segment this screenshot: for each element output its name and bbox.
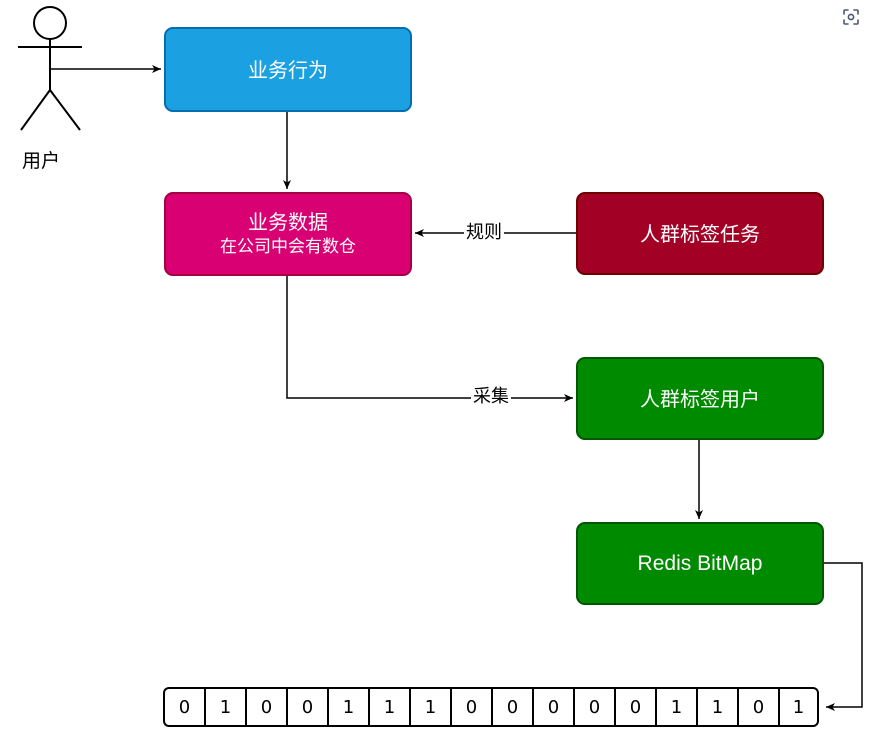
crowd-tag-users-node[interactable]: 人群标签用户 [576, 357, 824, 440]
redis-bitmap-node[interactable]: Redis BitMap [576, 522, 824, 605]
edge-bitmap-to-bits [824, 562, 863, 711]
crowd-tag-task-node[interactable]: 人群标签任务 [576, 192, 824, 275]
edge-data-to-users [286, 276, 573, 402]
business-behavior-label: 业务行为 [248, 57, 328, 82]
bitmap-cell: 0 [532, 687, 573, 727]
bitmap-cell: 0 [737, 687, 778, 727]
bitmap-cell: 1 [696, 687, 737, 727]
bitmap-cell: 0 [245, 687, 286, 727]
bitmap-array: 0 1 0 0 1 1 1 0 0 0 0 0 1 1 0 1 [163, 687, 819, 727]
bitmap-cell: 0 [491, 687, 532, 727]
bitmap-cell: 0 [450, 687, 491, 727]
crowd-tag-task-label: 人群标签任务 [640, 221, 760, 246]
bitmap-cell: 1 [204, 687, 245, 727]
redis-bitmap-label: Redis BitMap [637, 551, 763, 575]
bitmap-cell: 0 [614, 687, 655, 727]
bitmap-cell: 1 [655, 687, 696, 727]
edge-label-collect: 采集 [471, 386, 511, 408]
bitmap-cell: 0 [573, 687, 614, 727]
focus-view-button[interactable] [836, 4, 866, 30]
crowd-tag-users-label: 人群标签用户 [640, 386, 760, 411]
business-data-sublabel: 在公司中会有数仓 [220, 237, 356, 257]
user-actor-label: 用户 [22, 150, 61, 172]
business-data-label: 业务数据 [248, 210, 328, 234]
bitmap-cell: 1 [409, 687, 450, 727]
business-behavior-node[interactable]: 业务行为 [164, 27, 412, 112]
business-data-node[interactable]: 业务数据 在公司中会有数仓 [164, 192, 412, 276]
bitmap-cell: 0 [286, 687, 327, 727]
bitmap-cell: 1 [778, 687, 819, 727]
bitmap-cell: 0 [163, 687, 204, 727]
user-actor-icon [18, 6, 82, 131]
bitmap-cell: 1 [327, 687, 368, 727]
bitmap-cell: 1 [368, 687, 409, 727]
edge-label-rule: 规则 [464, 222, 504, 244]
focus-icon [843, 9, 859, 25]
